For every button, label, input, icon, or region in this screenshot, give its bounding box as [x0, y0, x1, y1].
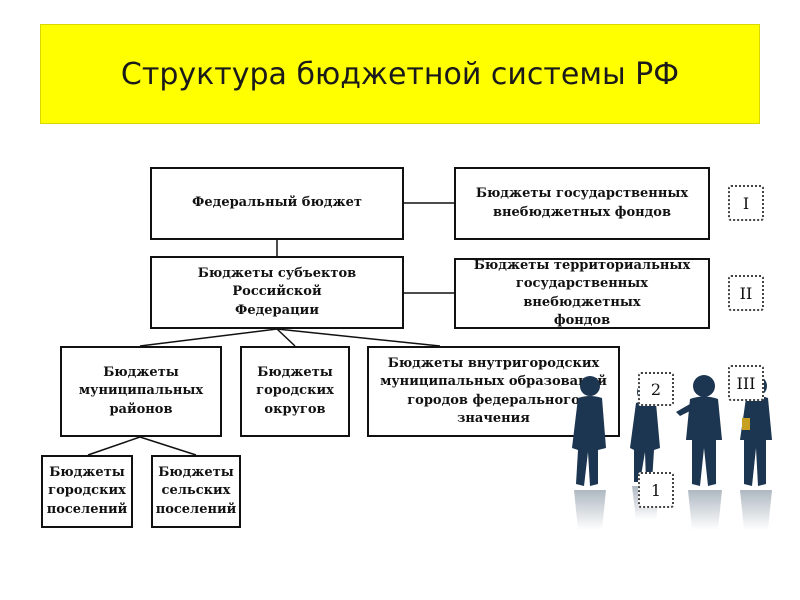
level-marker-2: II [728, 275, 764, 311]
federal-funds-box: Бюджеты государственных внебюджетных фон… [454, 167, 710, 240]
municipal-districts-box: Бюджеты муниципальных районов [60, 346, 222, 437]
sublevel-marker-1: 1 [638, 472, 674, 508]
subjects-budget-box: Бюджеты субъектов Российской Федерации [150, 256, 404, 329]
level-marker-3: III [728, 365, 764, 401]
level-marker-1: I [728, 185, 764, 221]
sublevel-marker-2: 2 [638, 372, 674, 406]
city-districts-box: Бюджеты городских округов [240, 346, 350, 437]
territorial-funds-box: Бюджеты территориальных государственных … [454, 258, 710, 329]
page-title: Структура бюджетной системы РФ [120, 56, 680, 92]
urban-settlements-box: Бюджеты городских поселений [41, 455, 133, 528]
title-banner: Структура бюджетной системы РФ [40, 24, 760, 124]
rural-settlements-box: Бюджеты сельских поселений [151, 455, 241, 528]
federal-budget-box: Федеральный бюджет [150, 167, 404, 240]
